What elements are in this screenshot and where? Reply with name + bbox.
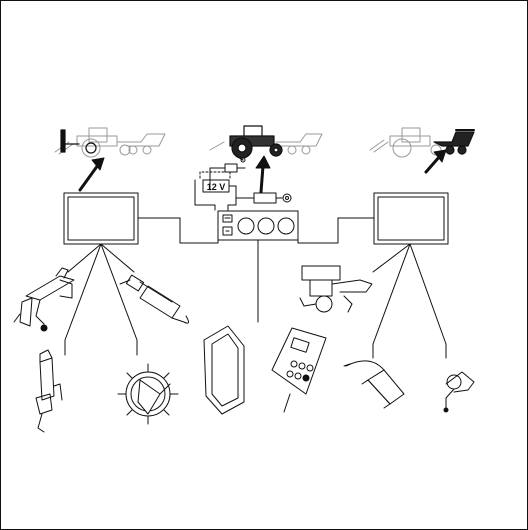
pressure-sensor-icon: [443, 371, 475, 413]
tractor-main-icon: [209, 125, 323, 159]
proximity-sensor-icon: [343, 360, 405, 409]
monitor-icon: [63, 192, 139, 245]
battery-voltage-label: 12 V: [207, 182, 226, 192]
monitor-icon: [373, 192, 449, 245]
hydraulic-cylinder-icon: [35, 349, 63, 433]
control-box-icon: [217, 210, 299, 241]
linkage-sensor-icon: [13, 267, 75, 332]
tractor-spreader-icon: [369, 127, 475, 158]
wiring-lines: [64, 217, 447, 359]
linear-actuator-icon: [119, 274, 190, 324]
handheld-controller-icon: [271, 327, 327, 413]
battery-icon: 12 V: [194, 171, 237, 211]
wheel-sensor-icon: [117, 363, 179, 425]
tractor-rear-implement-icon: [54, 127, 166, 158]
key-switch-icon: [235, 192, 292, 204]
arrow-up-icon: [78, 149, 447, 194]
terminal-display-icon: [203, 325, 245, 415]
fuse-icon: [209, 155, 246, 191]
rotary-actuator-icon: [299, 265, 373, 313]
